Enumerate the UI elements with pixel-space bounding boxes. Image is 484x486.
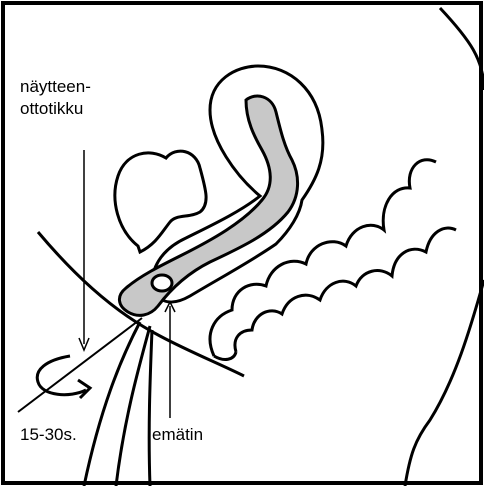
body-outline-back xyxy=(405,280,484,486)
body-outline-top xyxy=(440,8,484,90)
swab-label-line2: ottotikku xyxy=(20,98,91,120)
rotation-arrow-icon xyxy=(37,356,86,395)
labia-line-3 xyxy=(149,330,152,486)
time-label: 15-30s. xyxy=(20,424,77,446)
rotation-arrow-head xyxy=(78,380,90,398)
vagina-label: emätin xyxy=(152,424,203,446)
cervix-opening xyxy=(152,275,172,291)
swab-label: näytteen- ottotikku xyxy=(20,76,91,120)
labia-line-2 xyxy=(116,326,150,486)
colon-end xyxy=(214,352,236,359)
swab-label-line1: näytteen- xyxy=(20,76,91,98)
